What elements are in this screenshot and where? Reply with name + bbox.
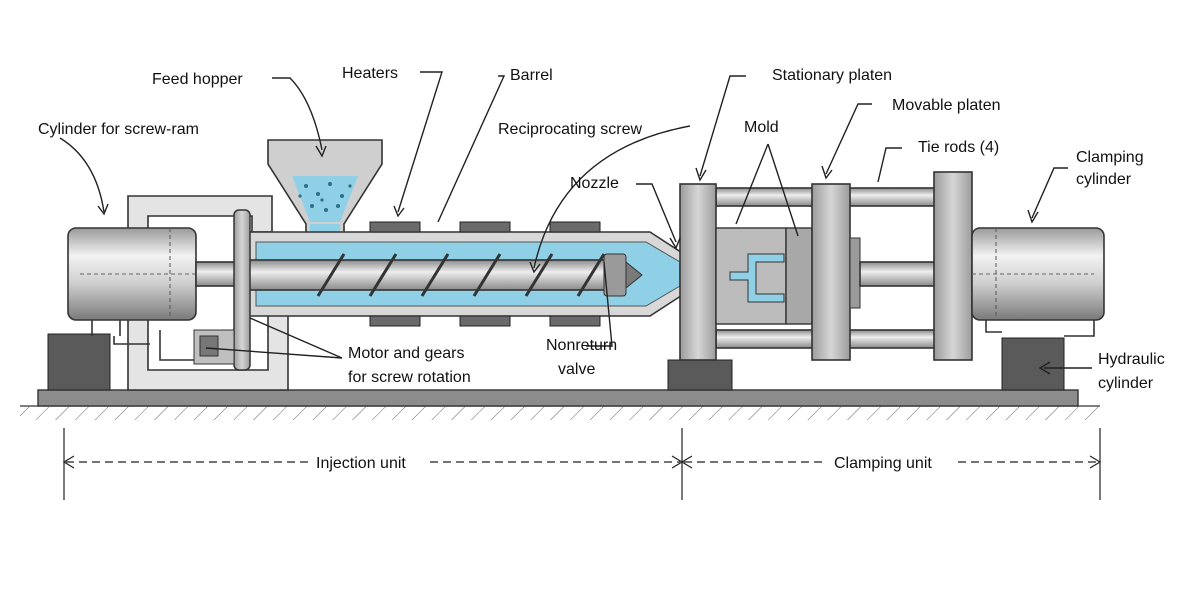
stationary-platen	[679, 183, 717, 361]
reciprocating-screw	[239, 253, 643, 297]
clamping-cylinder	[971, 227, 1105, 321]
label-motor-gears-line1: Motor and gears	[348, 345, 465, 362]
label-motor-gears-line2: for screw rotation	[348, 369, 471, 386]
label-injection-unit: Injection unit	[316, 455, 406, 472]
label-movable-platen: Movable platen	[892, 97, 1001, 114]
label-barrel: Barrel	[510, 67, 553, 84]
dimension-lines	[62, 428, 1102, 500]
leader-lines	[59, 71, 1092, 375]
left-support-block	[47, 333, 111, 391]
label-mold: Mold	[744, 119, 779, 136]
label-stationary-platen: Stationary platen	[772, 67, 892, 84]
label-reciprocating-screw: Reciprocating screw	[498, 121, 643, 138]
mid-support-block	[667, 359, 733, 391]
machine-base	[37, 389, 1079, 407]
heaters	[369, 221, 601, 327]
motor-and-gears	[193, 209, 251, 371]
label-feed-hopper: Feed hopper	[152, 71, 243, 88]
clamping-ram	[849, 237, 937, 309]
label-clamping-cylinder-line2: cylinder	[1076, 171, 1132, 188]
label-nonreturn-valve-line1: Nonreturn	[546, 337, 617, 354]
movable-platen	[811, 183, 851, 361]
label-tie-rods: Tie rods (4)	[918, 139, 999, 156]
label-cylinder-screw-ram: Cylinder for screw-ram	[38, 121, 199, 138]
label-nozzle: Nozzle	[570, 175, 619, 192]
ground-hatch	[20, 405, 1100, 420]
label-heaters: Heaters	[342, 65, 398, 82]
mold	[715, 227, 813, 325]
rear-platen	[933, 171, 973, 361]
label-clamping-unit: Clamping unit	[834, 455, 932, 472]
hydraulic-lines	[91, 318, 1095, 361]
label-nonreturn-valve-line2: valve	[558, 361, 595, 378]
label-hydraulic-cylinder-line2: cylinder	[1098, 375, 1154, 392]
label-hydraulic-cylinder-line1: Hydraulic	[1098, 351, 1165, 368]
label-clamping-cylinder-line1: Clamping	[1076, 149, 1144, 166]
screw-ram-cylinder	[67, 227, 247, 321]
hydraulic-cylinder-block	[1001, 337, 1065, 391]
